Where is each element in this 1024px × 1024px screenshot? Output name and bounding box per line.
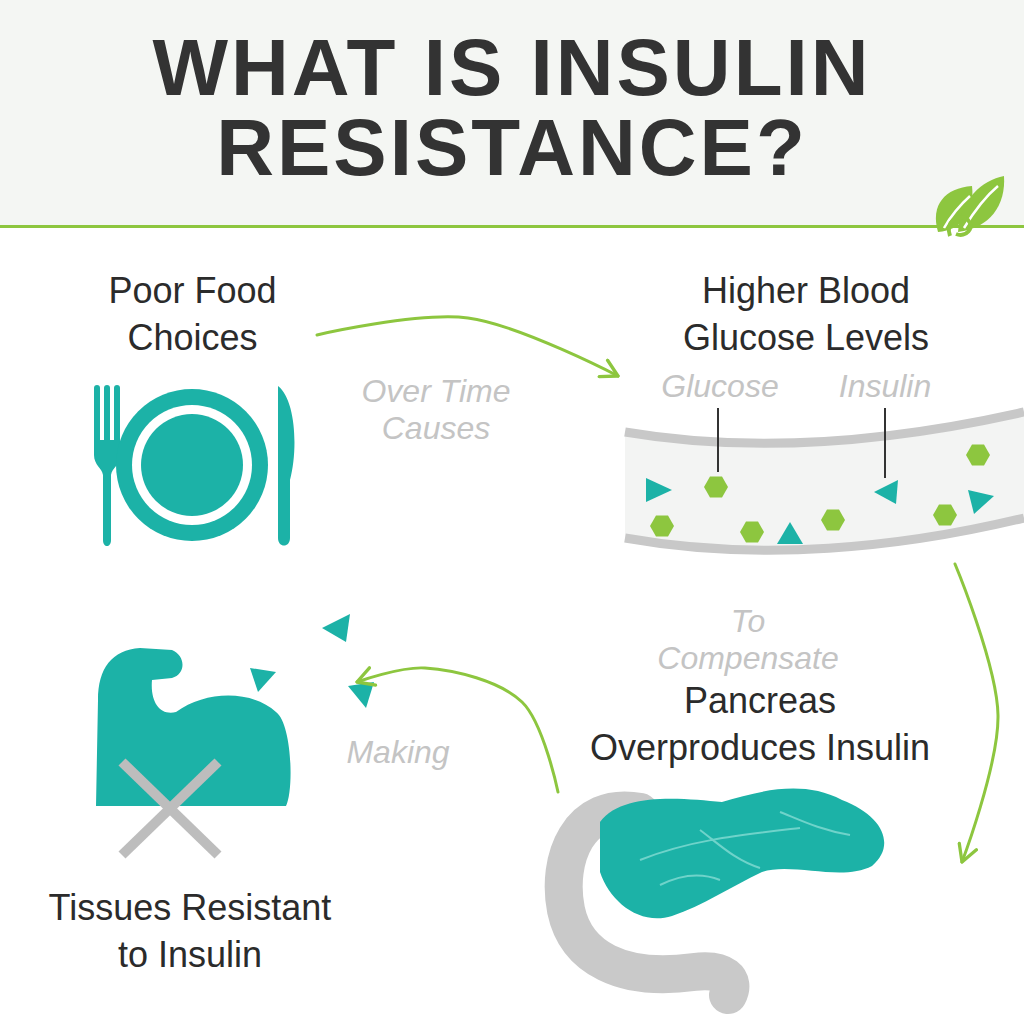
arrow-label: To Compensate (634, 603, 862, 677)
molecule-label: Glucose (661, 368, 778, 405)
arm-icon (250, 668, 276, 692)
glucose-molecule (740, 522, 764, 543)
plate-icon (94, 385, 100, 445)
pancreas-label: Pancreas Overproduces Insulin (575, 678, 945, 772)
pancreas-node: Pancreas Overproduces Insulin (560, 672, 960, 1004)
glucose-molecule (821, 510, 845, 531)
blood-vessel (625, 412, 1024, 550)
leaf-logo (958, 176, 1004, 232)
glucose-molecule (704, 477, 728, 498)
arm-icon (122, 762, 218, 855)
molecule-label: Insulin (839, 368, 932, 405)
insulin-molecule (968, 490, 994, 514)
arm-icon (322, 614, 350, 642)
plate-icon (94, 440, 120, 546)
plate-icon (104, 385, 110, 445)
tissue-node: Tissues Resistant to Insulin (25, 600, 355, 985)
arrow-label: Making (342, 734, 453, 771)
flow-arrow (955, 564, 998, 862)
flow-arrow (357, 668, 558, 792)
leader-line (884, 408, 886, 478)
insulin-molecule (777, 522, 803, 544)
leaf-logo (949, 217, 971, 236)
arm-icon (348, 682, 374, 708)
flow-arrow (317, 317, 618, 376)
insulin-molecule (646, 478, 672, 502)
title: WHAT IS INSULIN RESISTANCE? (62, 28, 962, 188)
plate-icon (116, 389, 268, 541)
insulin-molecule (646, 478, 994, 544)
food-node: Poor Food Choices (70, 262, 315, 552)
plate-icon (141, 414, 243, 516)
food-label: Poor Food Choices (83, 268, 303, 362)
plate-icon (132, 405, 252, 525)
pancreas-icon (600, 789, 884, 919)
glucose-molecule (933, 505, 957, 526)
leader-line (717, 408, 719, 472)
arm-icon (122, 762, 218, 855)
arrow-label: Over Time Causes (322, 373, 550, 447)
glucose-molecule (966, 445, 990, 466)
leaf-logo (936, 176, 1004, 236)
tissue-label: Tissues Resistant to Insulin (35, 885, 345, 979)
pancreas-icon (564, 789, 885, 995)
title-band (0, 0, 1024, 226)
pancreas-icon (640, 812, 850, 885)
plate-icon (114, 385, 120, 445)
glucose-molecule (650, 445, 990, 543)
blood-vessel (625, 408, 1024, 550)
title-rule (0, 225, 1024, 228)
arm-icon (96, 614, 374, 855)
plate-icon (278, 386, 294, 546)
insulin-molecule (874, 480, 898, 504)
blood-node: Higher Blood Glucose Levels (620, 262, 992, 562)
glucose-molecule (650, 516, 674, 537)
title-block: WHAT IS INSULIN RESISTANCE? (0, 28, 1024, 188)
blood-label: Higher Blood Glucose Levels (656, 268, 956, 362)
plate-icon (94, 385, 294, 546)
blood-vessel (625, 412, 1024, 443)
